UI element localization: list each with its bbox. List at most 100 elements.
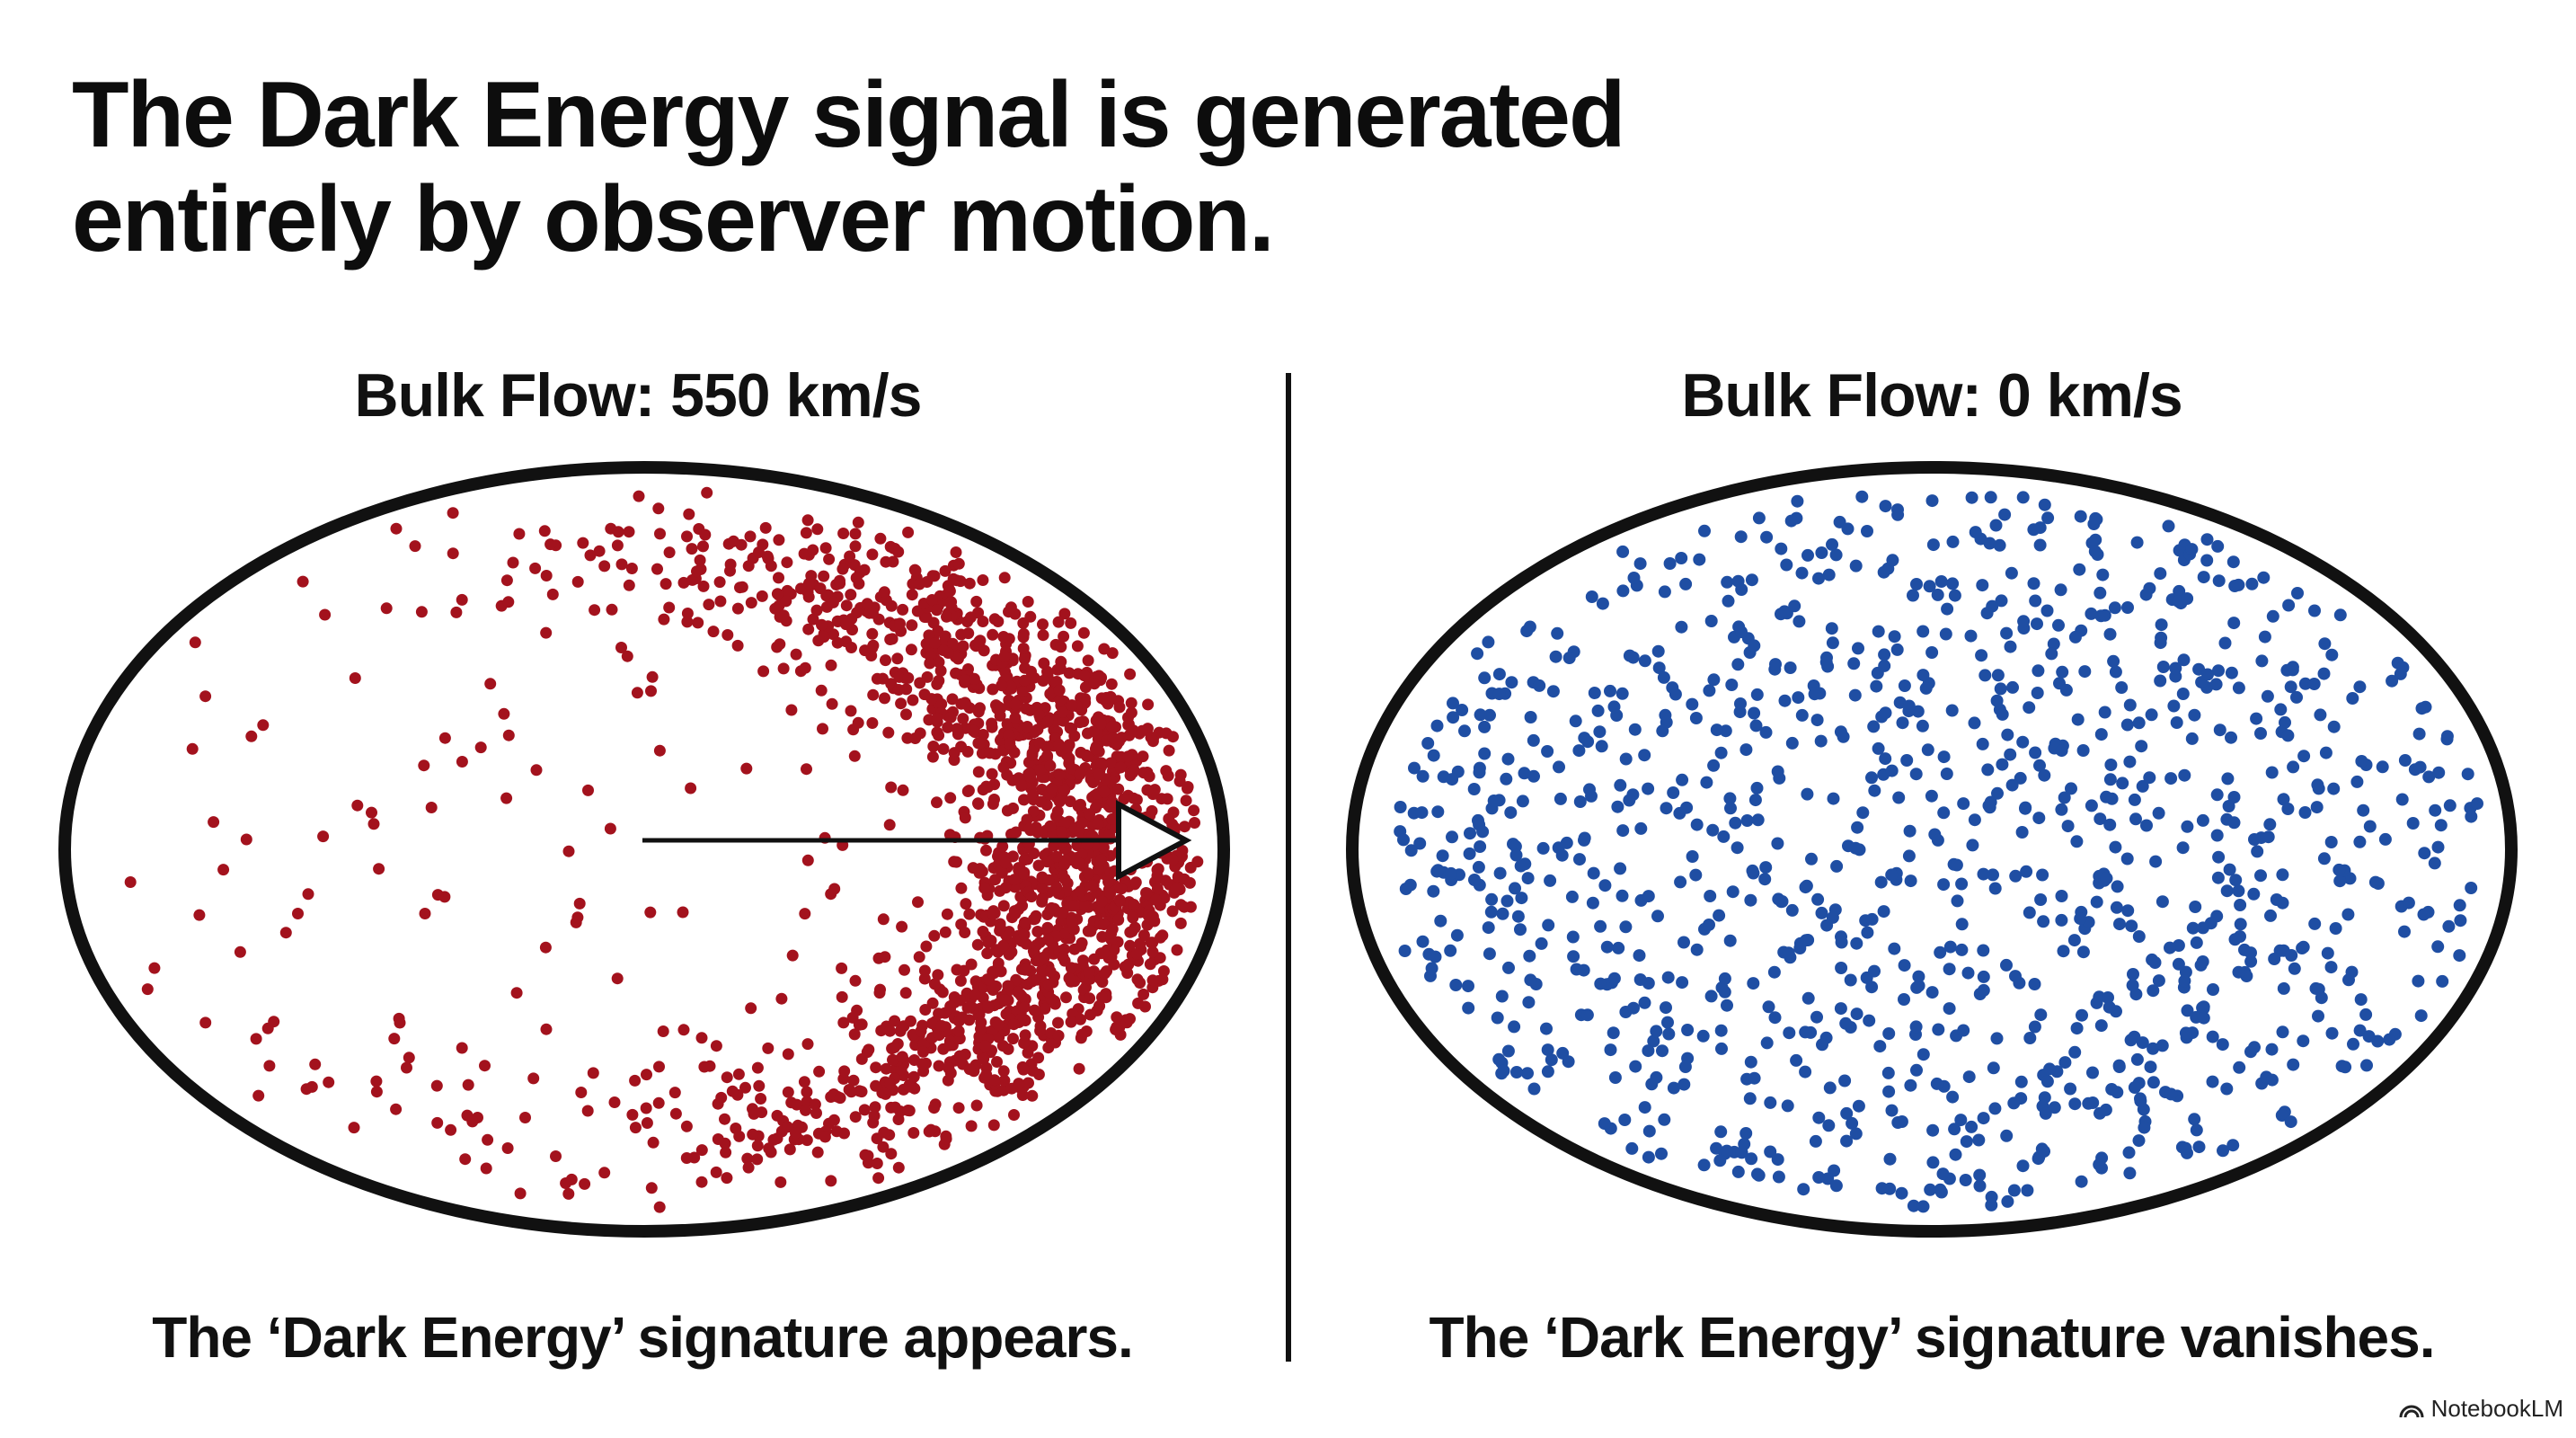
sky-dot: [1189, 817, 1200, 829]
sky-dot: [951, 856, 962, 868]
sky-dot: [936, 986, 949, 999]
sky-dot: [430, 1079, 443, 1092]
sky-dot: [721, 629, 734, 641]
sky-dot: [604, 822, 616, 835]
sky-dot: [1533, 679, 1546, 692]
sky-dot: [257, 719, 270, 732]
sky-dot: [929, 637, 942, 649]
sky-dot: [1095, 895, 1108, 908]
page-title: The Dark Energy signal is generated enti…: [72, 63, 1626, 271]
sky-dot: [1768, 1011, 1782, 1025]
sky-dot: [1772, 1170, 1785, 1184]
sky-dot: [659, 578, 672, 590]
sky-dot: [1593, 725, 1607, 739]
sky-dot: [1676, 773, 1689, 786]
sky-dot: [2179, 1141, 2192, 1155]
sky-dot: [2059, 683, 2073, 697]
sky-dot: [1996, 758, 2009, 771]
sky-dot: [1038, 951, 1050, 963]
sky-dot: [309, 1058, 322, 1070]
sky-dot: [2297, 940, 2310, 954]
sky-dot: [124, 876, 137, 888]
sky-dot: [657, 1025, 669, 1037]
sky-dot: [2442, 919, 2456, 933]
sky-dot: [319, 608, 332, 621]
sky-dot: [1943, 963, 1956, 976]
sky-dot: [925, 1017, 938, 1030]
sky-dot: [952, 1102, 965, 1114]
sky-dot: [997, 939, 1010, 952]
sky-dot: [989, 874, 1001, 886]
sky-dot: [1522, 996, 1536, 1009]
sky-dot: [992, 616, 1005, 627]
sky-dot: [1105, 721, 1118, 732]
sky-dot: [562, 1187, 575, 1200]
sky-dot: [1865, 912, 1879, 926]
sky-dot: [2211, 871, 2225, 884]
sky-dot: [834, 1092, 846, 1105]
sky-dot: [941, 908, 953, 920]
sky-dot: [1996, 707, 2009, 721]
sky-dot: [593, 545, 606, 557]
sky-dot: [745, 597, 757, 609]
sky-dot: [438, 732, 451, 744]
sky-dot: [802, 590, 815, 603]
sky-dot: [1598, 879, 1612, 892]
sky-dot: [540, 626, 553, 639]
sky-dot: [484, 678, 497, 690]
sky-dot: [1909, 768, 1923, 781]
sky-dot: [425, 802, 438, 813]
sky-dot: [1867, 720, 1881, 733]
sky-dot: [1801, 548, 1814, 562]
sky-dot: [1124, 939, 1137, 952]
left-sky-dots: [124, 486, 1204, 1213]
sky-dot: [1163, 744, 1175, 757]
sky-dot: [762, 1042, 775, 1054]
sky-dot: [1474, 708, 1487, 722]
sky-dot: [1784, 514, 1798, 528]
sky-dot: [1882, 1027, 1896, 1040]
sky-dot: [719, 1113, 730, 1125]
sky-dot: [946, 693, 959, 706]
sky-dot: [1650, 1070, 1663, 1084]
sky-dot: [2146, 953, 2159, 966]
sky-dot: [2378, 832, 2392, 846]
sky-dot: [2177, 653, 2191, 667]
sky-dot: [1018, 928, 1031, 941]
sky-dot: [1483, 947, 1496, 961]
sky-dot: [1693, 553, 1706, 566]
sky-dot: [1034, 764, 1047, 777]
sky-dot: [1450, 928, 1464, 942]
sky-dot: [2210, 788, 2224, 802]
sky-dot: [950, 546, 962, 558]
sky-dot: [2130, 1052, 2144, 1066]
sky-dot: [653, 1201, 666, 1213]
sky-dot: [2325, 1026, 2339, 1040]
sky-dot: [403, 1052, 415, 1064]
sky-dot: [409, 540, 421, 553]
sky-dot: [2048, 1101, 2061, 1114]
sky-dot: [1464, 827, 1476, 840]
sky-dot: [1562, 1055, 1575, 1069]
sky-dot: [1098, 643, 1111, 655]
sky-dot: [1138, 929, 1150, 942]
sky-dot: [1778, 694, 1792, 707]
sky-dot: [1467, 783, 1481, 795]
sky-dot: [2076, 744, 2090, 757]
sky-dot: [1114, 761, 1127, 774]
sky-dot: [1838, 1074, 1852, 1087]
sky-dot: [2140, 819, 2153, 832]
sky-dot: [983, 973, 996, 986]
sky-dot: [1161, 793, 1173, 805]
sky-dot: [1018, 1001, 1031, 1013]
sky-dot: [1820, 919, 1834, 932]
sky-dot: [2443, 799, 2456, 812]
sky-dot: [1837, 730, 1850, 743]
sky-dot: [1045, 901, 1058, 914]
sky-dot: [1416, 769, 1430, 783]
sky-dot: [2136, 779, 2149, 793]
sky-dot: [640, 1102, 652, 1114]
sky-dot: [447, 547, 459, 560]
sky-dot: [1993, 538, 2006, 552]
sky-dot: [834, 574, 845, 587]
